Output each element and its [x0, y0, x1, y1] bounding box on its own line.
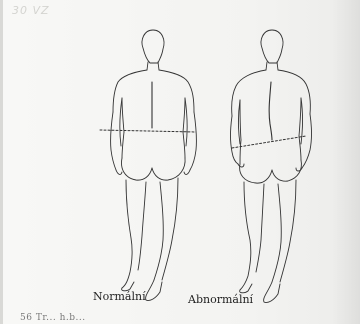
normal-left-leg — [122, 180, 132, 288]
abnormal-spine — [269, 82, 272, 140]
normal-left-shoulder — [113, 70, 147, 112]
label-abnormal: Abnormální — [188, 293, 253, 306]
normal-hip-line — [100, 130, 196, 132]
figure-caption: 56 Tr... h.b... — [20, 313, 86, 323]
normal-head — [142, 30, 164, 63]
abnormal-head — [261, 30, 283, 63]
abnormal-figure — [231, 30, 312, 303]
label-normal: Normální — [93, 290, 146, 303]
normal-figure — [100, 30, 196, 301]
normal-right-shoulder — [159, 70, 194, 112]
normal-right-leg — [154, 182, 163, 280]
abnormal-hip-line — [232, 136, 306, 148]
